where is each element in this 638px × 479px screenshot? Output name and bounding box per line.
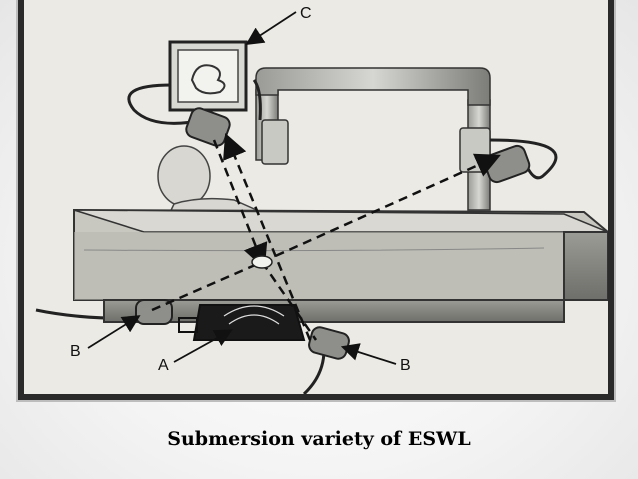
slide-caption: Submersion variety of ESWL	[167, 428, 471, 450]
eswl-diagram-svg: C B A B	[24, 0, 608, 394]
imaging-monitor	[168, 40, 248, 112]
label-b-left: B	[70, 343, 81, 360]
target-stone	[251, 255, 273, 269]
eswl-illustration: C B A B	[24, 0, 608, 394]
label-c: C	[300, 5, 312, 22]
beam-paths	[151, 133, 501, 341]
label-a: A	[158, 357, 169, 374]
label-leaders	[87, 11, 397, 365]
bottom-transducers	[135, 299, 350, 360]
label-b-right: B	[400, 357, 411, 374]
